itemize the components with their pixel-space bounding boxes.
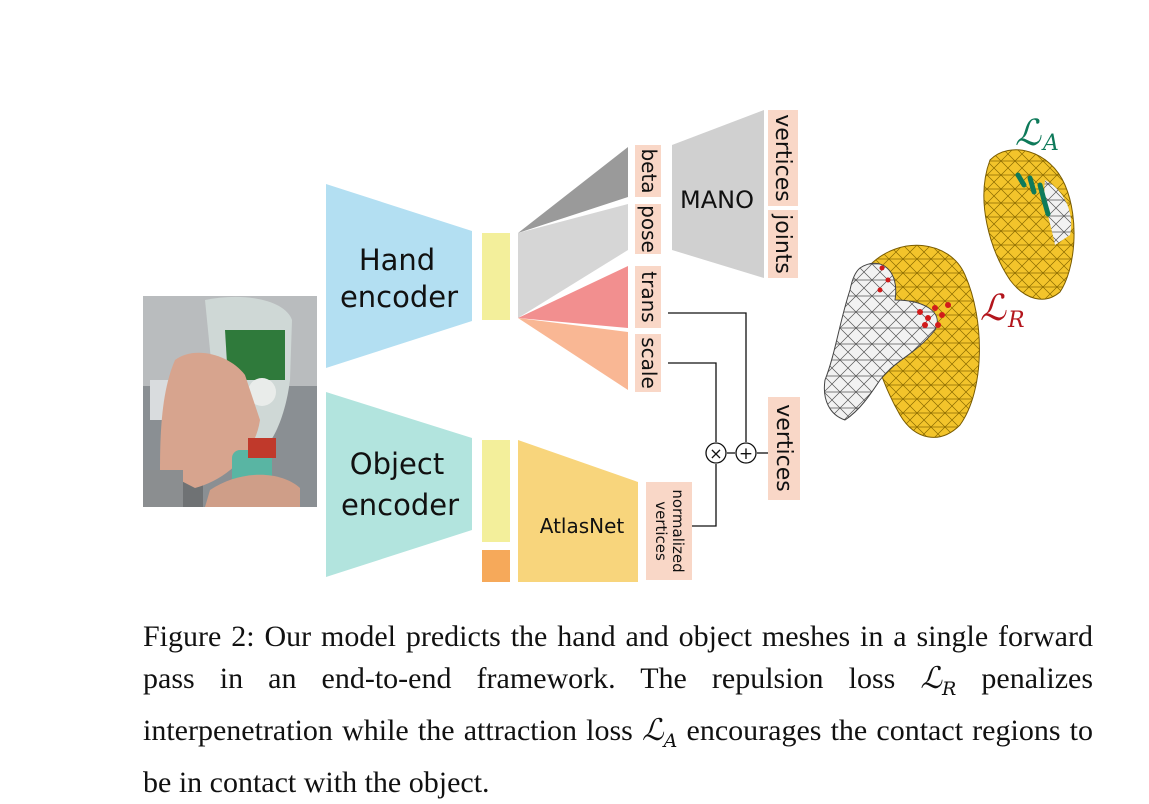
attraction-loss-label: ℒ A xyxy=(1015,113,1059,156)
hand-encoder-label-line1: Hand xyxy=(359,243,435,277)
normalized-vertices-output: normalized vertices xyxy=(646,482,692,580)
attraction-loss-inline: ℒA xyxy=(642,713,678,752)
mano-shape xyxy=(672,110,764,278)
param-pose: pose xyxy=(635,204,661,254)
mano-label: MANO xyxy=(680,186,754,214)
connectors xyxy=(668,312,768,527)
object-mesh-top xyxy=(983,149,1075,300)
figure-caption: Figure 2: Our model predicts the hand an… xyxy=(143,616,1093,804)
hand-encoder-shape xyxy=(326,184,472,368)
scale-connector xyxy=(668,362,717,442)
multiply-symbol: × xyxy=(709,444,722,463)
hand-encoder-label-line2: encoder xyxy=(340,280,458,314)
add-op: + xyxy=(735,442,757,464)
normalized-vertices-line2: vertices xyxy=(652,501,670,561)
mano-joints-output: joints xyxy=(768,210,798,278)
attraction-loss-sub: A xyxy=(1041,131,1059,156)
normalized-vertices-line1: normalized xyxy=(669,489,687,572)
caption-mid: penalizes interpenetration while the att… xyxy=(143,662,1094,747)
param-beta: beta xyxy=(635,145,661,197)
repulsion-loss-label: ℒ R xyxy=(980,288,1025,333)
scale-branch xyxy=(518,318,628,390)
object-encoder-label-line1: Object xyxy=(350,447,444,481)
multiply-op: × xyxy=(705,442,727,464)
object-encoder-shape xyxy=(326,392,472,577)
hand-latent-code xyxy=(482,233,510,320)
atlasnet-label: AtlasNet xyxy=(540,514,625,538)
param-scale-label: scale xyxy=(637,337,661,389)
repulsion-loss-sub: R xyxy=(1007,308,1025,333)
atlasnet-shape xyxy=(518,440,638,582)
param-pose-label: pose xyxy=(637,205,661,253)
param-scale: scale xyxy=(635,334,661,392)
hand-encoder: Hand encoder xyxy=(326,184,472,368)
param-trans: trans xyxy=(635,266,661,328)
pose-branch xyxy=(518,204,628,318)
normalized-connector xyxy=(692,464,717,527)
object-latent-code xyxy=(482,440,510,542)
caption-prefix: Figure 2: Our model predicts the hand an… xyxy=(143,620,1093,695)
param-beta-label: beta xyxy=(637,148,661,193)
atlasnet-decoder: AtlasNet xyxy=(518,440,638,582)
param-trans-label: trans xyxy=(637,271,661,322)
trans-branch xyxy=(518,266,628,328)
input-photo xyxy=(143,296,317,507)
method-diagram: Hand encoder Object encoder beta pose tr… xyxy=(143,110,1075,582)
mano-layer: MANO xyxy=(672,110,764,278)
mano-joints-label: joints xyxy=(770,213,795,274)
object-encoder: Object encoder xyxy=(326,392,472,577)
object-vertices-label: vertices xyxy=(771,404,796,491)
object-encoder-label-line2: encoder xyxy=(341,488,459,522)
trans-connector xyxy=(668,312,747,442)
repulsion-loss-symbol: ℒ xyxy=(980,288,1007,329)
add-symbol: + xyxy=(739,444,753,464)
object-vertices-output: vertices xyxy=(768,397,800,500)
mano-vertices-output: vertices xyxy=(768,110,798,206)
repulsion-loss-inline: ℒR xyxy=(920,661,957,700)
object-latent-extra xyxy=(482,550,510,582)
hand-object-mesh xyxy=(823,244,980,438)
mano-vertices-label: vertices xyxy=(770,114,795,201)
beta-branch xyxy=(518,147,628,233)
attraction-loss-symbol: ℒ xyxy=(1015,113,1042,154)
